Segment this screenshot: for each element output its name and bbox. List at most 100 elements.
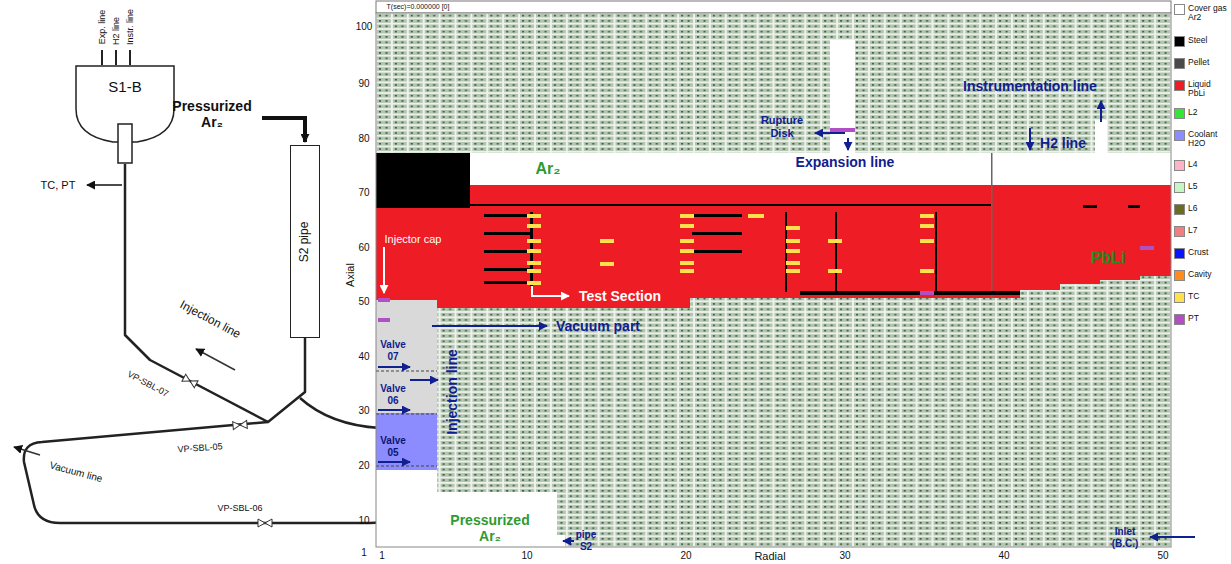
pbli-pool <box>376 185 1171 308</box>
tick-label: 30 <box>839 550 850 562</box>
steel-plate <box>800 291 1020 295</box>
legend-swatch <box>1174 248 1185 259</box>
steel-block <box>376 153 470 209</box>
callout-label: Expansion line <box>796 154 895 170</box>
callout-label: H2 line <box>1040 135 1086 151</box>
tick-label: 80 <box>358 133 369 145</box>
valve-lines <box>376 371 437 466</box>
steel-line <box>470 204 992 206</box>
callout-label: Vacuum part <box>556 318 640 334</box>
tick-label: 50 <box>1157 550 1168 562</box>
tick-label: 60 <box>358 242 369 254</box>
legend-swatch <box>1174 58 1185 69</box>
valve-label: VP-SBL-06 <box>217 503 262 513</box>
legend-swatch <box>1174 160 1185 171</box>
legend-label: Cavity <box>1188 270 1228 279</box>
legend-swatch <box>1174 204 1185 215</box>
region-label: Pressurized Ar₂ <box>444 512 536 544</box>
legend-swatch <box>1174 108 1185 119</box>
legend-row: Steel <box>1174 36 1228 47</box>
tick-label: 40 <box>998 550 1009 562</box>
time-stamp: T(sec)=0.000000 [0] <box>387 3 450 11</box>
callout-label: pipe S2 <box>572 529 600 552</box>
expansion-line <box>830 40 855 154</box>
coolant-region <box>376 413 437 470</box>
tick-label: 10 <box>358 515 369 527</box>
legend-row: L5 <box>1174 182 1228 193</box>
pipe-box: S2 pipe <box>290 145 320 338</box>
pressure-sensors <box>378 246 1154 322</box>
gas-supply-arrow <box>262 118 305 142</box>
steel-dash <box>1128 205 1140 208</box>
legend-swatch <box>1174 182 1185 193</box>
legend-label: L2 <box>1188 108 1228 117</box>
tick-label: 70 <box>358 187 369 199</box>
axis-title: Radial <box>754 550 785 563</box>
tick-label: 100 <box>356 21 373 33</box>
line-label: H2 line <box>111 17 121 45</box>
flow-arrow <box>14 447 40 455</box>
node-label: S1-B <box>108 78 141 95</box>
test-section <box>484 212 937 292</box>
legend-swatch <box>1174 4 1185 15</box>
callout-label: Inlet (B.C.) <box>1105 526 1145 549</box>
sensor-leader <box>87 184 122 186</box>
pressurized-gas <box>376 492 557 547</box>
tick-label: 50 <box>358 296 369 308</box>
legend-swatch <box>1174 270 1185 281</box>
callout-arrows <box>378 101 1195 541</box>
legend-label: Crust <box>1188 248 1228 257</box>
callout-label: Test Section <box>579 288 661 304</box>
legend-label: Cover gas Ar2 <box>1188 4 1228 23</box>
legend-row: Cavity <box>1174 270 1228 281</box>
plot-frame <box>376 13 1171 547</box>
sensor-label: TC, PT <box>41 179 76 192</box>
valve-label: Valve 05 <box>376 435 410 458</box>
region-label: Ar₂ <box>536 160 561 178</box>
tick-label: 20 <box>358 460 369 472</box>
legend-swatch <box>1174 130 1185 141</box>
valve-label: VP-SBL-07 <box>126 369 171 399</box>
legend-swatch <box>1174 80 1185 91</box>
pipe-label: Vacuum line <box>48 459 103 484</box>
mesh-region <box>376 13 1171 547</box>
steel-dash <box>1083 205 1097 208</box>
legend-swatch <box>1174 226 1185 237</box>
valve-label: Valve 06 <box>376 383 410 406</box>
legend-label: TC <box>1188 292 1228 301</box>
legend-swatch <box>1174 36 1185 47</box>
nozzle <box>118 124 132 163</box>
tick-label: 10 <box>521 550 532 562</box>
tick-label: 1 <box>361 547 367 559</box>
feed-lines <box>102 50 130 65</box>
legend-label: Steel <box>1188 36 1228 45</box>
rupture-disk <box>830 128 855 132</box>
axis-title: Axial <box>344 263 357 287</box>
legend-label: L4 <box>1188 160 1228 169</box>
legend-row: Liquid PbLi <box>1174 80 1228 99</box>
pipe-connector <box>125 164 305 422</box>
legend-label: PT <box>1188 314 1228 323</box>
valve-label: Valve 07 <box>376 339 410 362</box>
flow-arrow <box>196 349 235 370</box>
legend-swatch <box>1174 292 1185 303</box>
legend-row: L6 <box>1174 204 1228 215</box>
time-bar <box>376 1 1171 13</box>
legend-swatch <box>1174 314 1185 325</box>
pipe-label: Injection line <box>177 298 242 342</box>
tank: S1-B <box>75 64 175 164</box>
legend-row: Cover gas Ar2 <box>1174 4 1228 23</box>
legend-row: Crust <box>1174 248 1228 259</box>
legend-row: PT <box>1174 314 1228 325</box>
legend-row: Coolant H2O <box>1174 130 1228 149</box>
node-label: S2 pipe <box>298 221 312 262</box>
valve-symbol <box>233 420 248 429</box>
tick-label: 1 <box>379 550 385 562</box>
legend-label: L5 <box>1188 182 1228 191</box>
callout-label: Injector cap <box>385 233 442 246</box>
legend-row: L7 <box>1174 226 1228 237</box>
legend-label: Pellet <box>1188 58 1228 67</box>
inlet-label: Pressurized Ar₂ <box>166 98 258 130</box>
vacuum-loop <box>24 398 402 523</box>
tick-label: 90 <box>358 78 369 90</box>
